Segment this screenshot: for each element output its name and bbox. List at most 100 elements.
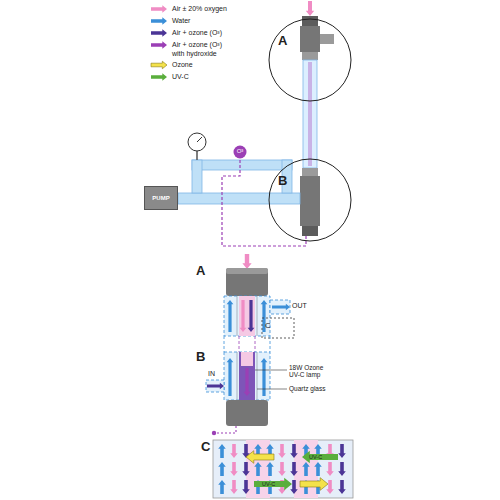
ozone-air-arrow xyxy=(248,300,255,332)
detail-c-frame xyxy=(262,318,294,338)
bypass-riser xyxy=(192,160,202,193)
legend-arrow-shape xyxy=(151,61,167,69)
air-inlet-arrow xyxy=(306,1,314,16)
air-arrow xyxy=(240,300,247,332)
ozone-air-arrow xyxy=(242,462,250,476)
water-arrow xyxy=(218,444,226,458)
ozone-air-arrow xyxy=(338,462,346,476)
bottom-cap xyxy=(226,400,268,426)
ozone-air-arrow xyxy=(290,480,298,494)
legend-arrow xyxy=(150,72,168,82)
break-line xyxy=(255,336,256,352)
detail-letter: C xyxy=(265,322,271,331)
gauge-needle xyxy=(197,137,202,142)
legend-text: Water xyxy=(172,16,232,25)
bottom-cap xyxy=(302,226,318,236)
pump-label: PUMP xyxy=(145,187,177,209)
legend-text: Air ± 20% oxygen xyxy=(172,4,232,13)
legend-arrow xyxy=(150,40,168,50)
ozone-air-arrow xyxy=(242,480,250,494)
legend-text: Air + ozone (O³) with hydroxide xyxy=(172,40,232,58)
top-cap xyxy=(302,16,318,26)
pressure-gauge xyxy=(188,133,206,151)
legend-arrow xyxy=(150,4,168,14)
detail-letter: B xyxy=(278,174,287,188)
legend-text: UV-C xyxy=(172,72,232,81)
air-arrow xyxy=(278,462,286,476)
quartz-glass xyxy=(257,296,258,336)
break-line xyxy=(239,336,240,352)
ozone-return-line xyxy=(222,158,306,246)
detail-c-illustration xyxy=(213,440,353,498)
water-in-arrow xyxy=(207,383,224,390)
legend-text: Ozone xyxy=(172,60,232,69)
water-out-arrow xyxy=(272,304,290,311)
quartz-glass xyxy=(237,296,238,336)
uv-c-tag: UV-C xyxy=(262,481,275,487)
ozone-air-arrow xyxy=(290,462,298,476)
legend-arrow-shape xyxy=(151,17,167,25)
quartz-glass xyxy=(237,352,238,400)
water-arrow xyxy=(254,462,262,476)
clear-tube xyxy=(303,60,317,168)
lamp-zone xyxy=(239,296,255,336)
detail-letter: A xyxy=(278,34,287,48)
air-arrow xyxy=(230,462,238,476)
legend-arrow xyxy=(150,16,168,26)
leader-line xyxy=(255,370,287,371)
detail-circle: B xyxy=(268,158,352,242)
air-inlet-arrow xyxy=(242,254,251,269)
ozone-air-arrow xyxy=(338,480,346,494)
ozone-outlet-line xyxy=(216,426,236,433)
water-arrow xyxy=(218,462,226,476)
quartz-glass xyxy=(257,352,258,400)
legend-arrow xyxy=(150,28,168,38)
cap-band xyxy=(226,268,268,274)
tube-body xyxy=(224,296,270,336)
uv-lamp xyxy=(239,352,255,400)
water-arrow xyxy=(266,462,274,476)
water-arrow xyxy=(302,462,310,476)
circle-outline-shape xyxy=(269,19,351,101)
detail-c-panel xyxy=(213,440,353,498)
lamp-stripe xyxy=(246,440,270,498)
air-arrow xyxy=(326,462,334,476)
port-label: OUT xyxy=(292,302,307,310)
uv-c-arrow xyxy=(254,478,292,491)
water-arrow xyxy=(314,462,322,476)
air-arrow xyxy=(278,444,286,458)
part-name: Quartz glass xyxy=(289,385,326,392)
water-arrow xyxy=(261,358,268,396)
mixing-housing xyxy=(300,176,320,226)
break-line xyxy=(270,336,271,352)
leader-line xyxy=(257,389,287,390)
ozone-badge xyxy=(234,146,247,159)
ozone-arrow xyxy=(246,451,274,464)
legend-arrow-shape xyxy=(151,5,167,13)
water-arrow xyxy=(218,480,226,494)
circle-outline xyxy=(268,158,352,242)
ozone-air-arrow xyxy=(338,444,346,458)
circle-outline-shape xyxy=(269,159,351,241)
legend-text: Air + ozone (O³) xyxy=(172,28,232,37)
tube-body xyxy=(224,352,270,400)
union-ring xyxy=(302,52,318,60)
circle-outline xyxy=(268,18,352,102)
lamp-glow xyxy=(241,352,253,366)
water-pipe xyxy=(178,193,300,204)
water-arrow xyxy=(227,300,234,332)
detail-letter: A xyxy=(196,264,205,278)
lamp-stripe xyxy=(294,440,318,498)
ozone-outlet xyxy=(212,431,216,435)
ozone-air-arrow xyxy=(290,444,298,458)
outlet-stub xyxy=(320,34,334,44)
enlarged-illustration xyxy=(206,254,294,435)
break-line xyxy=(224,336,225,352)
detail-circle: A xyxy=(268,18,352,102)
port-label: IN xyxy=(208,370,215,378)
legend-arrow-shape xyxy=(151,41,167,49)
inlet-pipe xyxy=(206,380,224,392)
legend-arrow-shape xyxy=(151,29,167,37)
